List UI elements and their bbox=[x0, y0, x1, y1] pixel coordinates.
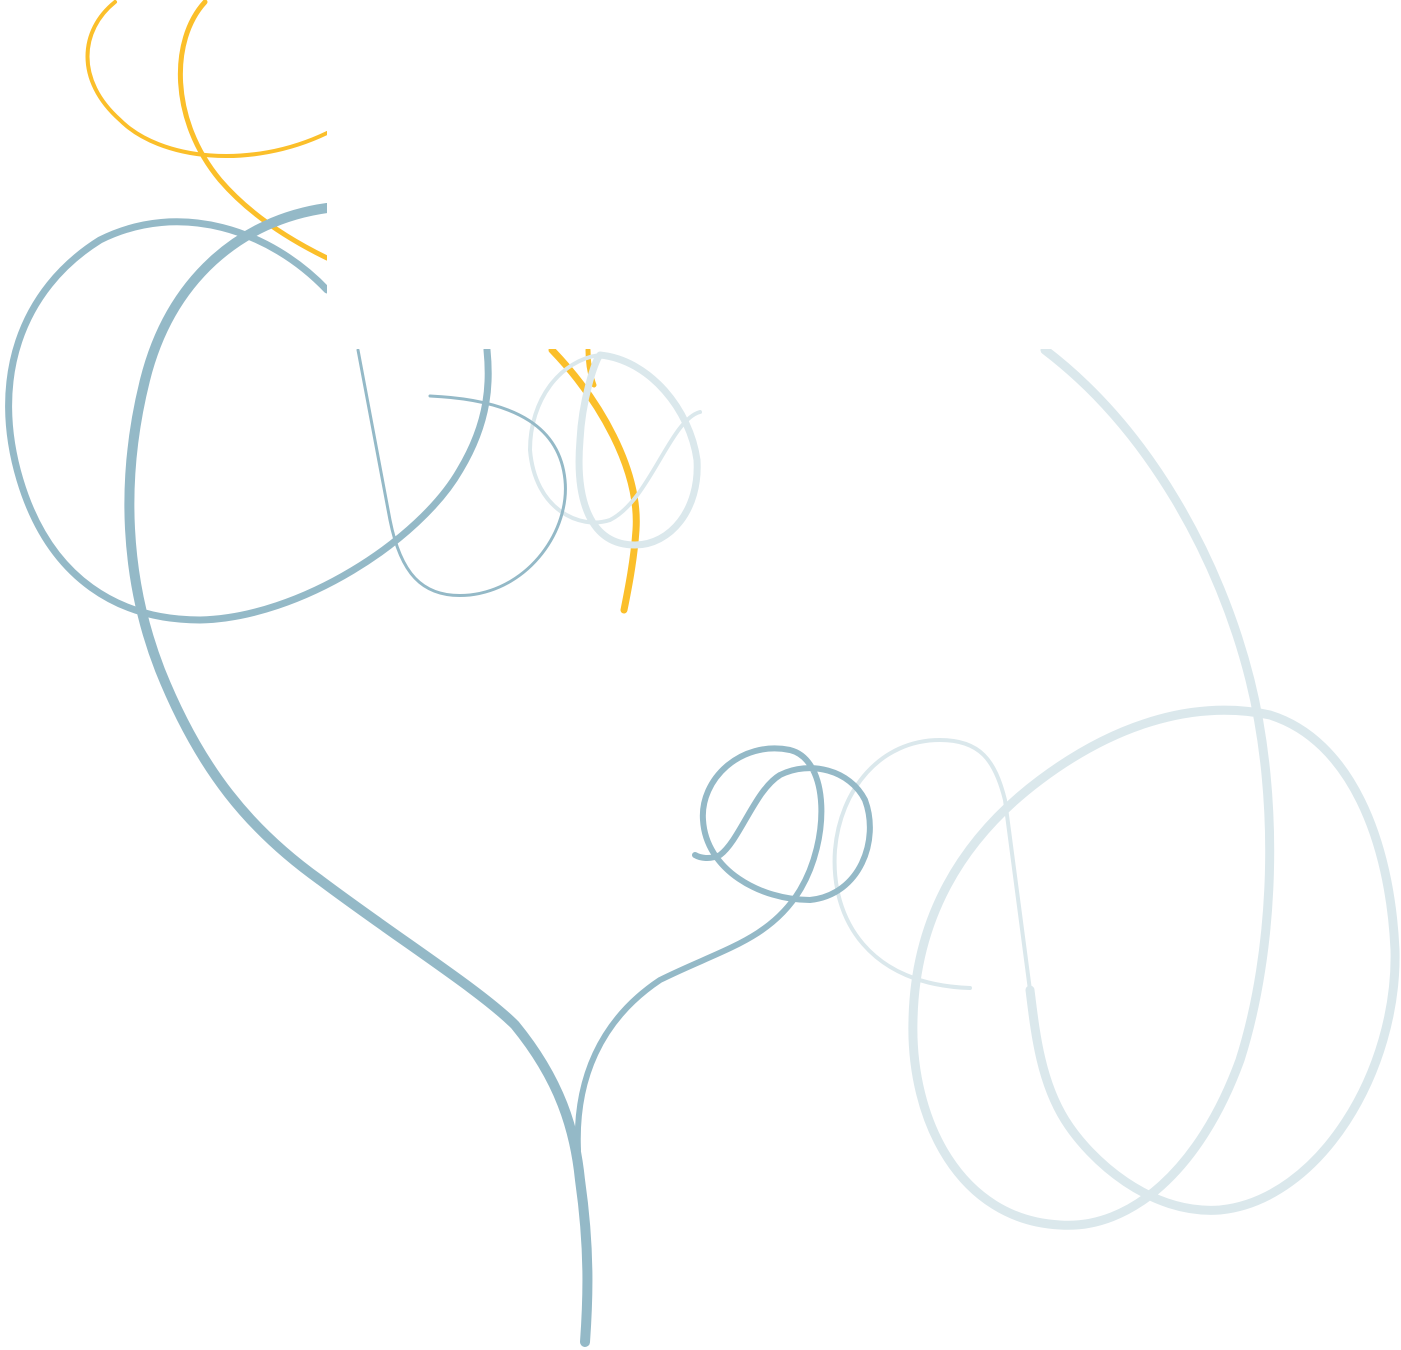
blue-main-stem bbox=[124, 203, 593, 1347]
light-loop-small-thin bbox=[527, 353, 702, 525]
yellow-swirl-2 bbox=[177, 0, 330, 261]
blue-branch bbox=[574, 745, 873, 1153]
light-loop-thin bbox=[832, 737, 1032, 992]
yellow-swirl-1 bbox=[85, 0, 329, 158]
yellow-swirl-4 bbox=[585, 347, 597, 388]
blue-left-loop bbox=[5, 218, 492, 624]
light-loop-large bbox=[908, 345, 1400, 1230]
blue-swirls bbox=[5, 203, 873, 1347]
white-cutout-top bbox=[327, 0, 1401, 349]
light-blue-swirls bbox=[527, 345, 1400, 1230]
blue-thin-loop bbox=[356, 348, 567, 598]
light-loop-small bbox=[575, 351, 701, 549]
